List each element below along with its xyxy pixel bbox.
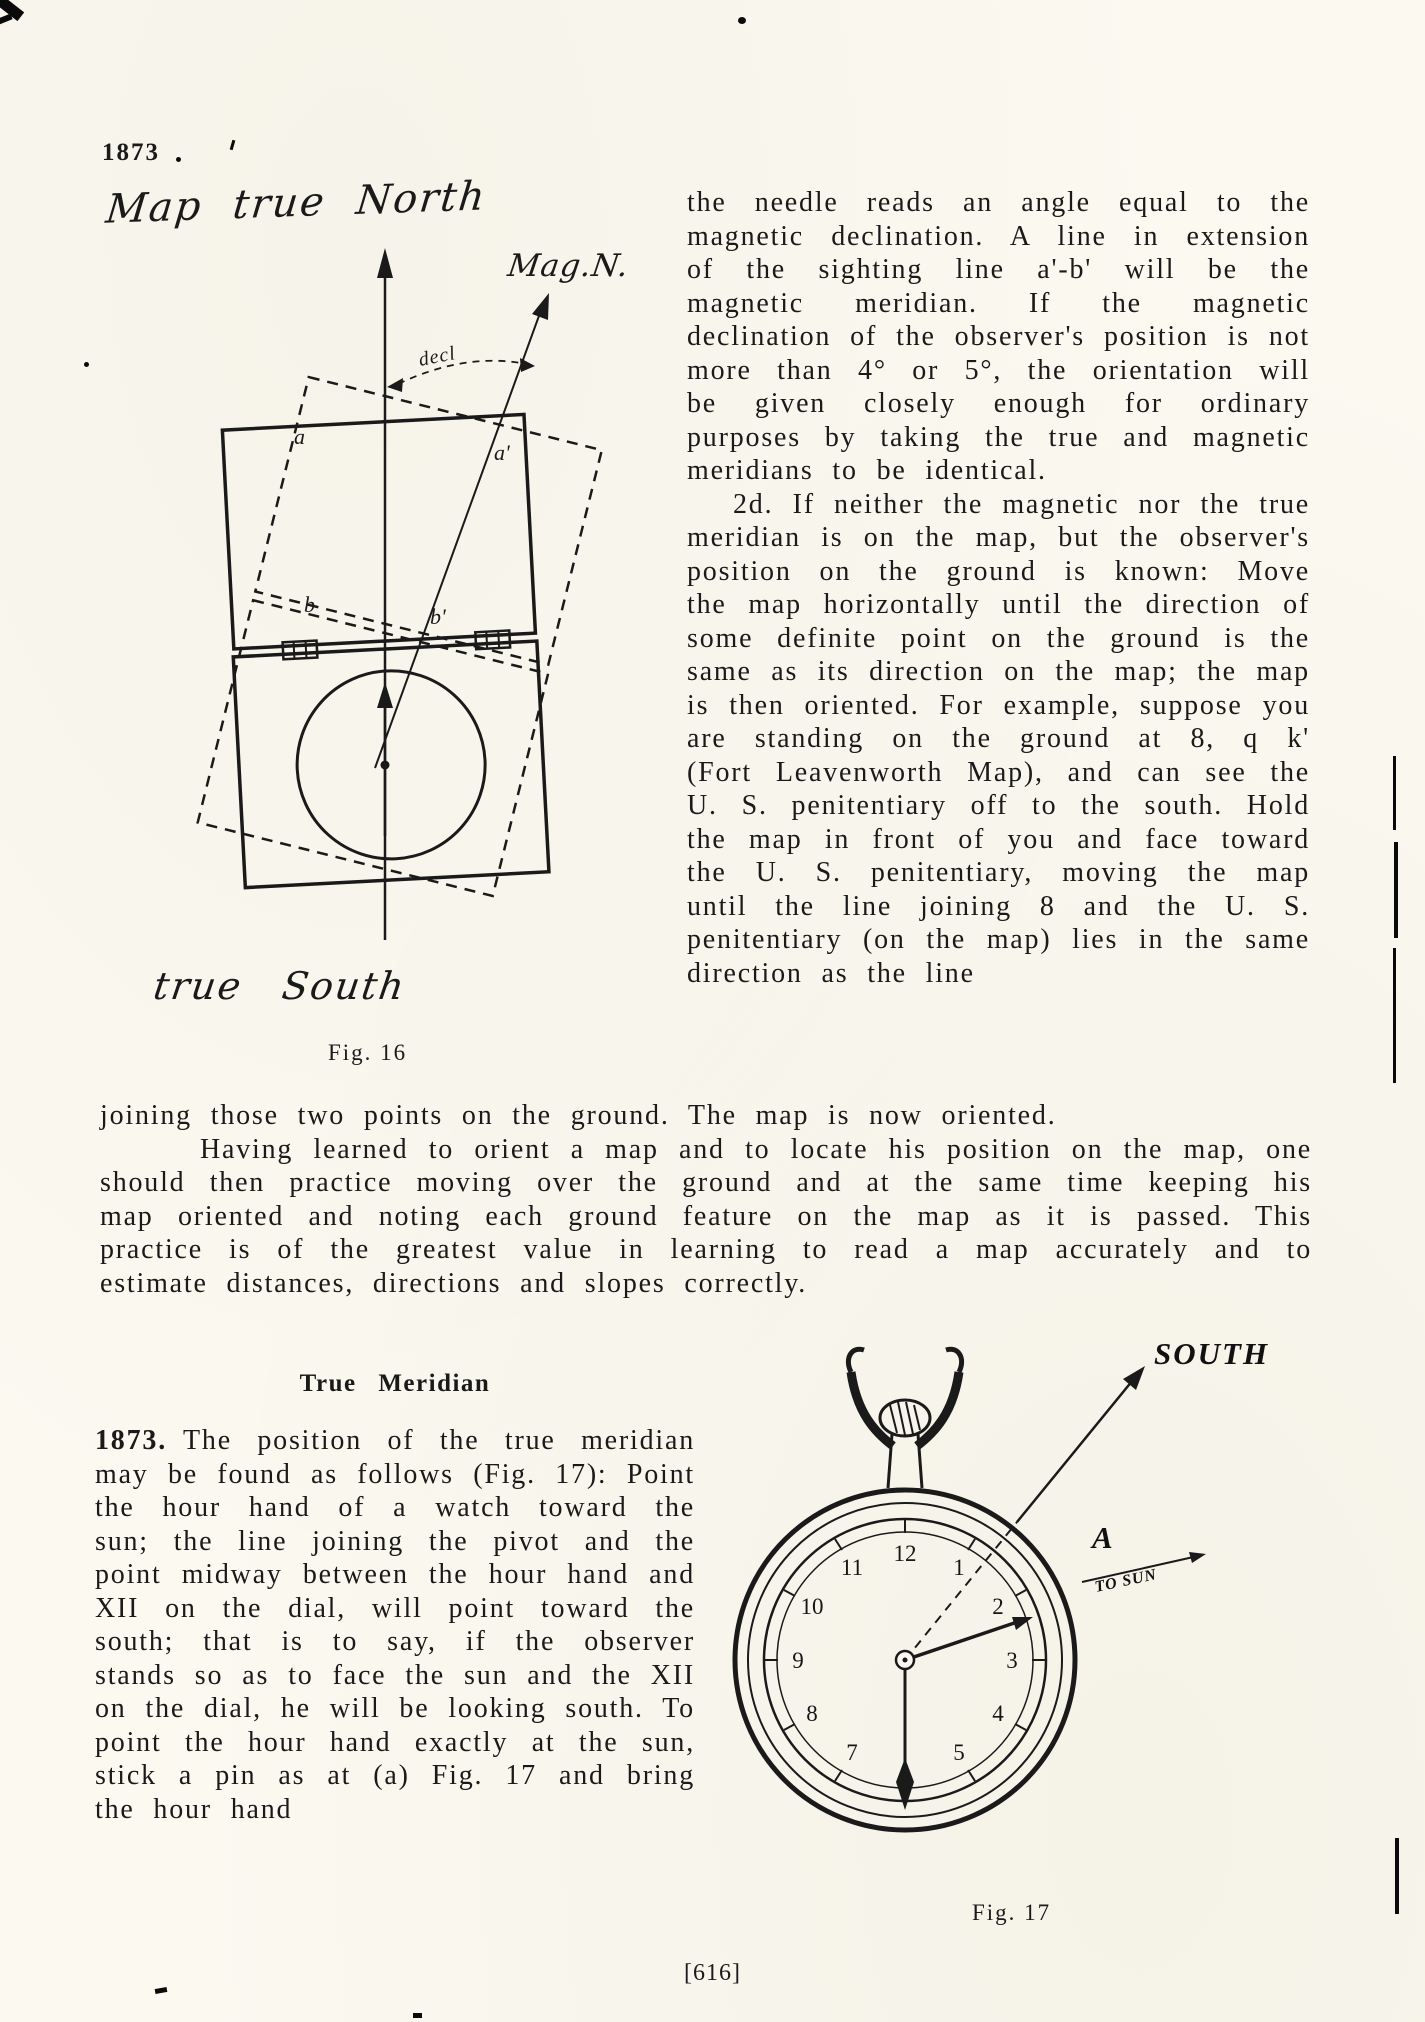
fig16-declination-arc: [397, 359, 527, 385]
fig17-to-sun-arrowhead: [1189, 1552, 1206, 1563]
scan-artifact-tick: [229, 139, 236, 151]
dial-numeral: 9: [792, 1648, 804, 1673]
scan-artifact-edge-line: [1394, 842, 1398, 938]
dial-numeral: 1: [953, 1555, 965, 1580]
dial-numeral: 8: [806, 1701, 818, 1726]
fig16-north-arrowhead: [377, 248, 393, 278]
fig17-south-arrow-line: [1016, 1374, 1138, 1523]
fig16-b-prime-label: b': [430, 604, 446, 629]
scan-artifact-speck: [154, 1986, 168, 1995]
fig16-compass-dial: [295, 669, 487, 861]
full-width-text: joining those two points on the ground. …: [100, 1099, 1312, 1300]
paragraph-1873: 1873.The position of the true meridian m…: [95, 1424, 695, 1826]
fig17-stem: [886, 1433, 894, 1489]
scan-artifact-speck: [413, 2013, 422, 2018]
scan-artifact-corner: [0, 13, 13, 25]
fig17-south-arrowhead: [1123, 1366, 1145, 1390]
paragraph-number-1873: 1873.: [95, 1425, 167, 1456]
fig17-watch-drawing: 12 1 2 3 4 5 7 8 9 10 11 SOUTH A TO SUN: [732, 1336, 1269, 1833]
fig16-linework: [196, 248, 604, 940]
scan-artifact-dot: [738, 17, 746, 24]
section-heading-true-meridian: True Meridian: [299, 1370, 491, 1397]
fig16-dashed-case: [196, 375, 604, 898]
fig16-mag-arrowhead: [532, 293, 549, 320]
paragraph-1873-text: The position of the true meridian may be…: [95, 1425, 695, 1825]
dial-numeral: 4: [992, 1701, 1004, 1726]
fig17-south-label: SOUTH: [1154, 1336, 1269, 1371]
fig16-map-true-north-label: Map true North: [103, 173, 489, 233]
fig17-caption: Fig. 17: [972, 1900, 1052, 1925]
dial-numeral: 11: [841, 1555, 863, 1580]
fig16-hinge: [281, 639, 319, 661]
dial-numeral: 5: [953, 1740, 965, 1765]
dial-numeral: 7: [846, 1740, 858, 1765]
fig17-linework: [732, 1346, 1206, 1833]
fig17-south-bisector-dashed: [904, 1521, 1018, 1661]
fig17-a-label: A: [1090, 1520, 1113, 1555]
dial-numeral: 10: [801, 1594, 824, 1619]
fig16-compass-drawing: decl a a' b b': [196, 248, 604, 940]
fig16-decl-label: decl: [417, 342, 458, 371]
paragraph-number-top: 1873: [102, 139, 160, 166]
fig16-decl-arrowhead-left: [387, 378, 403, 392]
paragraph-2d: 2d. If neither the magnetic nor the true…: [687, 488, 1310, 989]
fig16-b-label: b: [304, 592, 315, 617]
fig17-hour-hand-arrowhead: [1012, 1617, 1033, 1630]
scan-artifact-edge-line: [1393, 948, 1396, 1083]
scan-artifact-dot: [84, 362, 89, 367]
fig16-a-label: a: [294, 424, 305, 449]
dial-numeral: 12: [894, 1541, 917, 1566]
fig17-bow-left-arm: [846, 1371, 896, 1450]
scan-artifact-edge-line: [1393, 756, 1396, 830]
page-number: [616]: [684, 1960, 741, 1986]
fig16-decl-arrowhead-right: [520, 358, 535, 372]
paragraph-needle-declination: the needle reads an angle equal to the m…: [687, 187, 1310, 486]
scan-artifact-edge-line: [1395, 1838, 1399, 1914]
fig17-bow-left-curl: [845, 1346, 865, 1374]
fig16-magnetic-meridian-line: [374, 301, 545, 769]
fig16-caption: Fig. 16: [328, 1040, 408, 1065]
right-column: the needle reads an angle equal to the m…: [687, 186, 1310, 990]
dial-numeral: 3: [1006, 1648, 1018, 1673]
scan-artifact-dot: [176, 157, 181, 162]
fig17-minute-hand-spade: [896, 1758, 914, 1810]
left-column: 1873.The position of the true meridian m…: [95, 1424, 695, 1826]
paragraph-continuation: joining those two points on the ground. …: [100, 1100, 1057, 1131]
fig17-stem: [916, 1433, 924, 1489]
fig17-case-outer: [732, 1487, 1078, 1833]
fig17-bow-right-arm: [914, 1371, 964, 1450]
fig17-to-sun-arrow-line: [1081, 1555, 1199, 1583]
fig17-bow-right-curl: [945, 1346, 965, 1374]
fig16-hinge: [473, 629, 512, 651]
fig17-hour-hand: [904, 1617, 1027, 1662]
fig17-dial-numerals: 12 1 2 3 4 5 7 8 9 10 11: [792, 1541, 1018, 1765]
fig16-a-prime-label: a': [494, 440, 510, 465]
fig17-crown-knob: [878, 1398, 932, 1438]
dial-numeral: 2: [992, 1594, 1004, 1619]
paragraph-having-learned: Having learned to orient a map and to lo…: [100, 1133, 1312, 1299]
fig16-true-south-label: true South: [150, 964, 409, 1008]
fig17-case-inner: [747, 1502, 1063, 1818]
fig17-to-sun-label: TO SUN: [1093, 1566, 1159, 1596]
